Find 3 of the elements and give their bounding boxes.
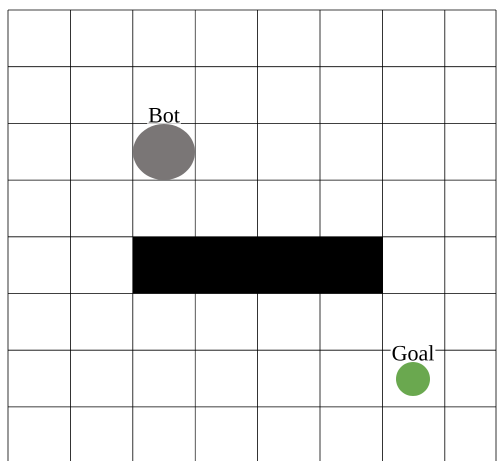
node-label: Goal [392,345,434,361]
node-label: Bot [148,108,180,123]
obstacle-block [133,236,383,294]
